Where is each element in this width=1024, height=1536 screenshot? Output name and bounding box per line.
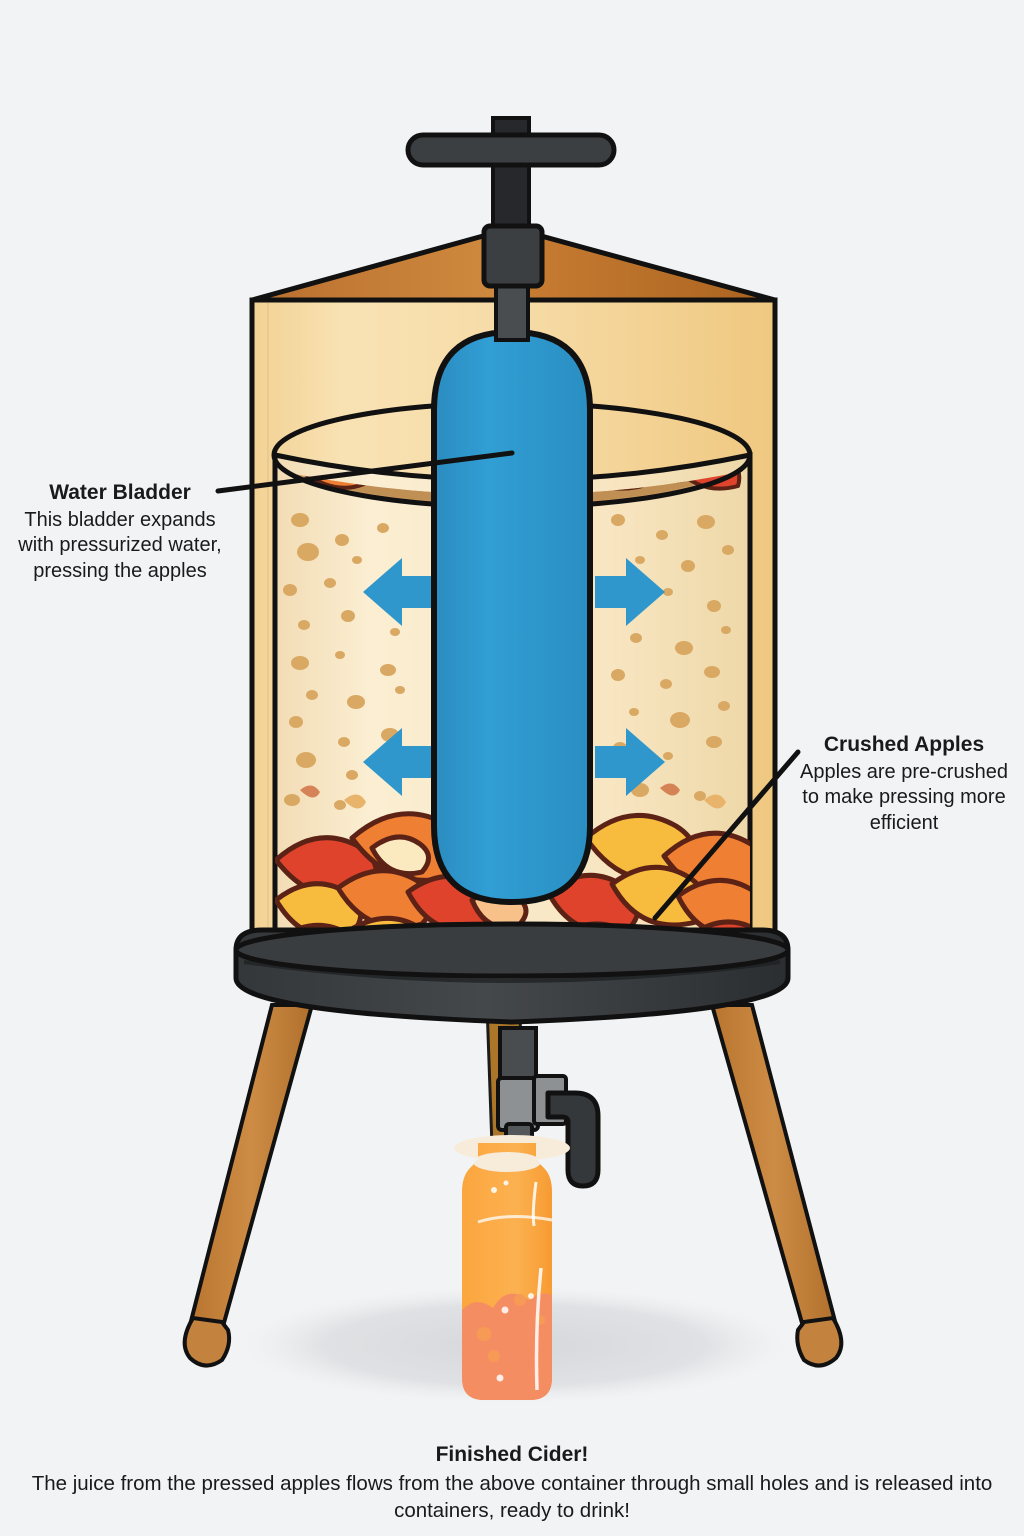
press-base-ring: [233, 921, 791, 1025]
caption-finished-cider: Finished Cider! The juice from the press…: [0, 1443, 1024, 1524]
cider-bottle: [462, 1143, 552, 1400]
caption-title: Finished Cider!: [435, 1443, 589, 1466]
annotation-water-bladder: Water Bladder This bladder expands with …: [8, 480, 232, 585]
annotation-crushed-apples-title: Crushed Apples: [823, 733, 985, 756]
pulp-speckles: [283, 513, 734, 810]
press-spigot[interactable]: [496, 1026, 601, 1189]
annotation-crushed-apples-body: Apples are pre-crushed to make pressing …: [800, 760, 1008, 835]
water-bladder: [431, 328, 593, 906]
annotation-water-bladder-body: This bladder expands with pressurized wa…: [18, 508, 222, 583]
pressure-arrows: [363, 558, 665, 796]
press-handle-bar[interactable]: [405, 132, 617, 168]
annotation-water-bladder-title: Water Bladder: [49, 481, 191, 504]
leader-lines: [215, 450, 801, 921]
caption-body: The juice from the pressed apples flows …: [31, 1472, 993, 1523]
press-screw-block[interactable]: [481, 223, 545, 289]
leader-line-crushed-apples: [652, 749, 801, 921]
annotation-crushed-apples: Crushed Apples Apples are pre-crushed to…: [792, 732, 1016, 837]
leader-line-water-bladder: [215, 450, 515, 494]
